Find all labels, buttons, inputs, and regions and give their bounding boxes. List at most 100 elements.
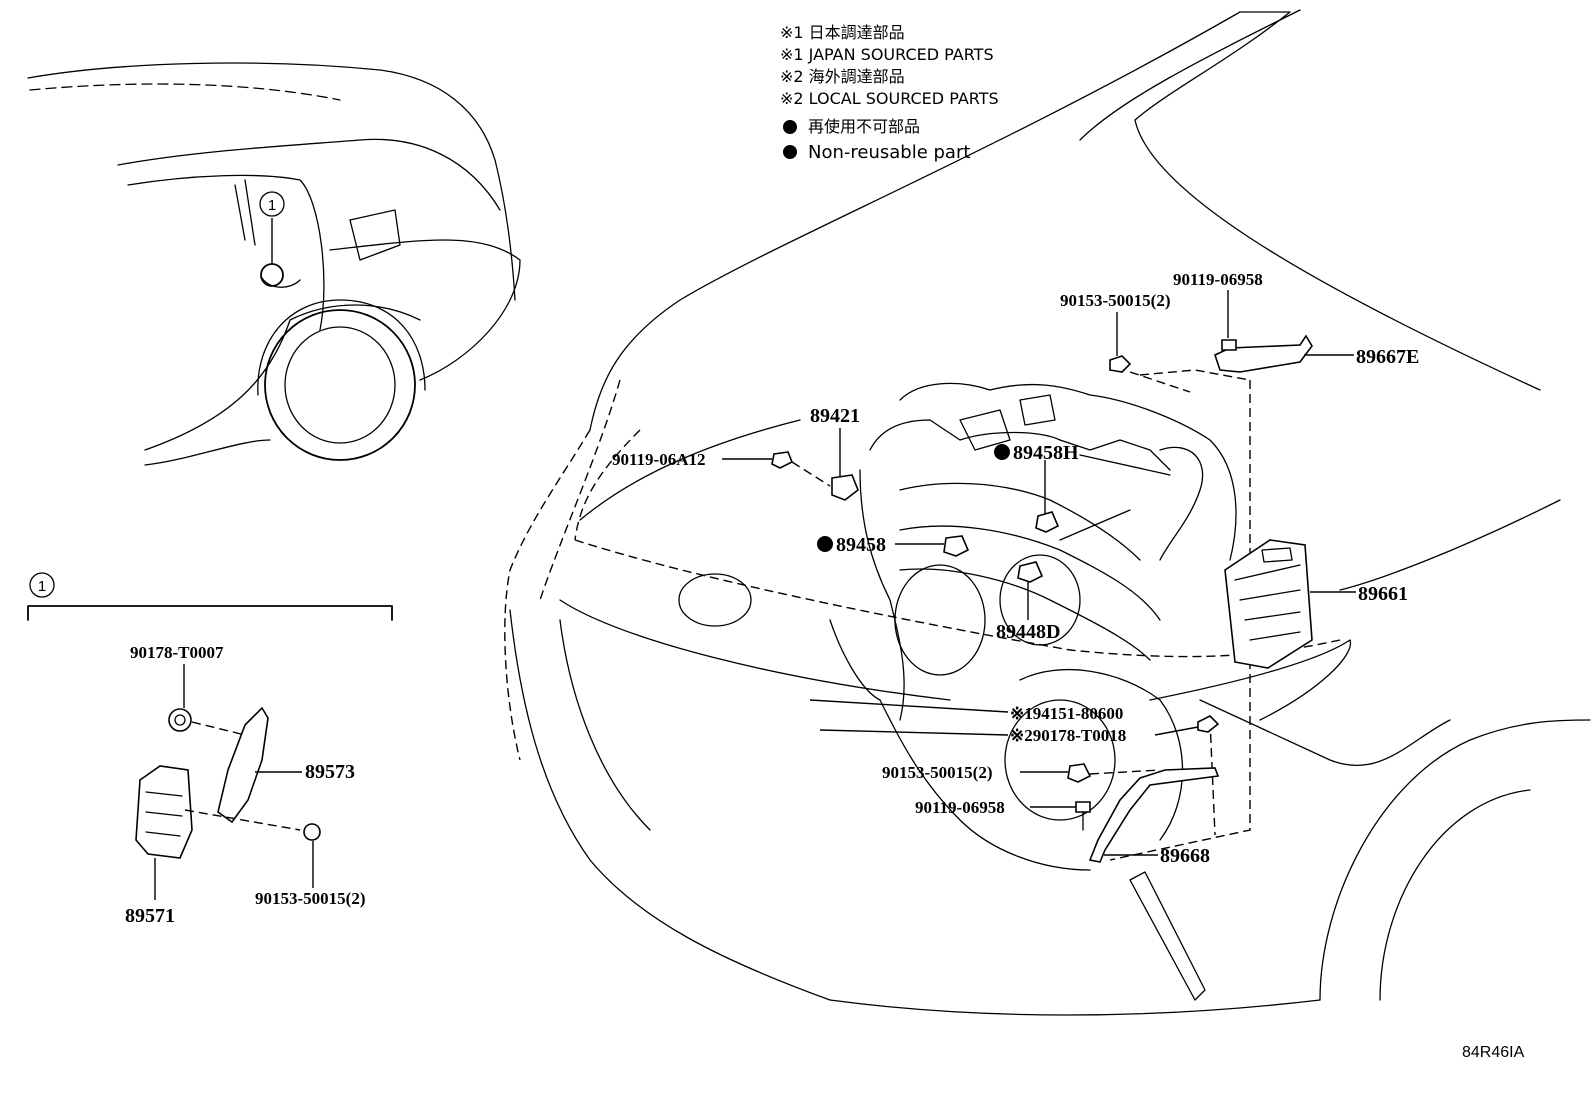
ecu-detail bbox=[1234, 564, 1301, 641]
legend-nonreuse-en: Non-reusable part bbox=[808, 142, 970, 163]
nut-part bbox=[1197, 715, 1220, 733]
label-90178-t0007: 90178-T0007 bbox=[130, 643, 224, 662]
front-wheel-arch bbox=[1319, 719, 1591, 1001]
rear-wheel bbox=[284, 326, 396, 444]
nonreusable-bullet-icon bbox=[817, 536, 833, 552]
ecu-dashed-outline bbox=[1109, 380, 1251, 861]
map-sensor-part bbox=[831, 474, 859, 501]
module-detail bbox=[145, 791, 183, 837]
figure-code: 84R46IA bbox=[1462, 1044, 1525, 1061]
sensor-part bbox=[943, 535, 970, 557]
chin-line bbox=[829, 999, 1321, 1016]
pillar-line bbox=[234, 179, 256, 246]
front-vehicle-view: 89661 89667E 90119-06958 90153-50015(2) … bbox=[504, 9, 1591, 1016]
label-90153-50015-mid: 90153-50015(2) bbox=[882, 763, 992, 782]
assembly-dashed-line bbox=[191, 721, 246, 736]
label-90178-t0018: ※290178-T0018 bbox=[1010, 726, 1126, 745]
sensor-location-marker bbox=[260, 263, 284, 287]
bumper-top bbox=[579, 419, 801, 521]
leader-line bbox=[819, 729, 1009, 736]
beltline bbox=[117, 138, 501, 211]
bolt-part bbox=[303, 823, 321, 841]
subassembly-1: 1 90178-T0007 89573 90153-50015(2) 89571 bbox=[27, 572, 393, 927]
bracket-dashed bbox=[1139, 369, 1251, 381]
label-90153-50015-top: 90153-50015(2) bbox=[1060, 291, 1170, 310]
label-89661: 89661 bbox=[1358, 583, 1408, 605]
nut-part bbox=[168, 708, 192, 732]
intake-runner bbox=[899, 568, 1151, 661]
legend-note1-en: ※1 JAPAN SOURCED PARTS bbox=[780, 45, 994, 64]
callout-number: 1 bbox=[38, 578, 46, 595]
hood-edge-right bbox=[1134, 11, 1541, 391]
bolt-part bbox=[1075, 801, 1091, 813]
throttle-body bbox=[894, 564, 986, 676]
engine-cover bbox=[869, 419, 1171, 471]
hood-crease bbox=[1079, 9, 1301, 141]
quarter-panel bbox=[329, 239, 521, 381]
roof-line bbox=[27, 62, 516, 301]
callout-circle bbox=[29, 572, 55, 598]
bolt-part bbox=[771, 451, 794, 469]
label-90119-06958-bottom: 90119-06958 bbox=[915, 798, 1005, 817]
label-89668: 89668 bbox=[1160, 845, 1210, 867]
engine-detail bbox=[959, 394, 1056, 451]
fog-lamp-bezel bbox=[1129, 871, 1206, 1001]
sensor-part bbox=[1017, 561, 1044, 583]
grille-upper bbox=[574, 539, 1341, 658]
fuel-door bbox=[349, 209, 401, 261]
ecu-connector bbox=[1261, 547, 1293, 563]
headlamp-opening bbox=[678, 573, 752, 627]
assembly-dashed-line bbox=[1129, 371, 1191, 393]
sensor-module-part bbox=[135, 765, 193, 859]
rocker-line bbox=[144, 439, 271, 466]
fender-line bbox=[1339, 499, 1561, 591]
engine-left bbox=[859, 469, 905, 721]
legend: ※1 日本調達部品 ※1 JAPAN SOURCED PARTS ※2 海外調達… bbox=[780, 23, 999, 163]
sill-line bbox=[144, 304, 421, 451]
intake-runner bbox=[899, 525, 1161, 621]
nonreusable-bullet-icon bbox=[783, 145, 797, 159]
bolt-part bbox=[1221, 339, 1237, 351]
ecu-bracket-upper bbox=[1214, 334, 1313, 373]
intake-runner bbox=[899, 482, 1141, 561]
assembly-dashed-line bbox=[184, 809, 301, 831]
lower-bumper-inner bbox=[559, 619, 651, 831]
hood-edge-left bbox=[589, 11, 1241, 431]
ecu-bracket-lower bbox=[1088, 767, 1220, 863]
engine-bottom bbox=[879, 699, 1091, 871]
legend-note1-jp: ※1 日本調達部品 bbox=[780, 23, 905, 42]
label-89448d: 89448D bbox=[996, 621, 1060, 643]
legend-note2-en: ※2 LOCAL SOURCED PARTS bbox=[780, 89, 999, 108]
label-94151-80600: ※194151-80600 bbox=[1010, 704, 1123, 723]
engine-assembly bbox=[829, 382, 1237, 871]
leader-line bbox=[809, 699, 1009, 713]
transaxle-case bbox=[1004, 699, 1116, 821]
label-89458: 89458 bbox=[836, 534, 886, 556]
lower-bumper bbox=[509, 609, 831, 1001]
wire-harness bbox=[1059, 454, 1171, 541]
callout-number: 1 bbox=[268, 197, 276, 214]
leader-line bbox=[1154, 726, 1199, 736]
knock-sensor-part bbox=[1035, 511, 1060, 533]
bumper-dashed bbox=[504, 429, 591, 761]
legend-nonreuse-jp: 再使用不可部品 bbox=[808, 117, 920, 136]
label-89667e: 89667E bbox=[1356, 346, 1419, 368]
wheel-arch bbox=[257, 299, 426, 396]
label-90119-06a12: 90119-06A12 bbox=[612, 450, 706, 469]
label-90119-06958-top: 90119-06958 bbox=[1173, 270, 1263, 289]
engine-ecu-part bbox=[1224, 539, 1313, 669]
label-89421: 89421 bbox=[810, 405, 860, 427]
callout-circle bbox=[259, 191, 285, 217]
handle-line bbox=[261, 277, 301, 288]
legend-note2-jp: ※2 海外調達部品 bbox=[780, 67, 905, 86]
fender-lower bbox=[1199, 699, 1451, 766]
assembly-dashed-line bbox=[791, 461, 831, 487]
engine-top bbox=[899, 382, 1237, 561]
grille-dashed bbox=[574, 429, 641, 541]
bracket-part bbox=[217, 706, 269, 824]
bolt-part bbox=[1067, 763, 1092, 783]
transaxle-outline bbox=[1019, 669, 1184, 841]
rear-tire bbox=[264, 309, 416, 461]
roof-dashed-line bbox=[29, 83, 341, 101]
